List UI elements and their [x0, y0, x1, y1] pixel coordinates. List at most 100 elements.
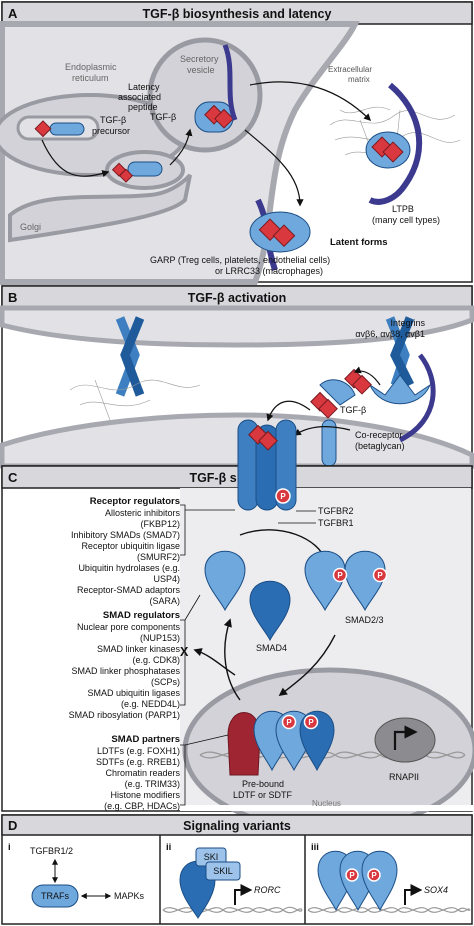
iii-p-2: P [371, 871, 377, 880]
panel-d-letter: D [8, 818, 17, 833]
iii-phospho-1 [345, 868, 359, 882]
smad23-a-p: P [337, 571, 343, 580]
rorc-tss [234, 884, 253, 905]
nuc-phospho-2 [303, 714, 319, 730]
lap-precursor [49, 122, 85, 136]
x-label: X [180, 645, 189, 659]
released-tgfb-2 [352, 374, 372, 395]
trafs-box [31, 884, 79, 908]
coreceptor-label: Co-receptor(betaglycan) [355, 430, 405, 451]
integrin-left-a [115, 316, 140, 397]
ltpb-tgfb-2 [382, 141, 404, 163]
free-tgfb-2 [318, 398, 338, 419]
nucleus-clip [180, 805, 474, 811]
tgfbr2-right [275, 419, 297, 511]
receptor-tgfb-2 [258, 430, 278, 451]
arrow-vesicle-to-garp [244, 129, 304, 207]
smad4 [249, 580, 291, 642]
nucleus-label: Nucleus [312, 799, 341, 808]
smad-partners-list: LDTFs (e.g. FOXH1)SDTFs (e.g. RREB1)Chro… [96, 746, 181, 811]
trafs-label: TRAFs [41, 891, 69, 901]
smad23-b-p: P [377, 571, 383, 580]
smad23-b-phospho [372, 567, 388, 583]
sub-iii-label: iii [311, 842, 319, 853]
rnapii [374, 717, 436, 763]
nuc-p-1: P [286, 718, 292, 727]
smad23-a [304, 550, 346, 612]
smad-partners-bracket [180, 734, 229, 806]
dna-iii [307, 907, 471, 913]
arrow-release [353, 366, 381, 386]
sub-i-label: i [8, 842, 11, 853]
ski-label: SKI [204, 852, 219, 862]
receptor-regulators-list: Allosteric inhibitors(FKBP12)Inhibitory … [71, 508, 181, 606]
panel-a-letter: A [8, 6, 18, 21]
arrow-er-to-golgi [41, 139, 110, 178]
golgi-lap [127, 161, 163, 177]
skil-box [205, 861, 241, 881]
integrin-left-b [120, 316, 145, 397]
tgfb-label-a: TGF-β [150, 112, 176, 122]
tgfb-precursor-red [34, 120, 52, 138]
panel-a: A TGF-β biosynthesis and latency [0, 1, 473, 285]
prebound-ldtf [227, 712, 261, 776]
cell-membrane-top [0, 305, 474, 348]
latent-label: Latent forms [330, 237, 388, 248]
integrin-lap [368, 374, 432, 405]
tgfb-label-b: TGF-β [340, 405, 366, 415]
smad-regulators-title: SMAD regulators [103, 610, 180, 621]
receptor-regulators-title: Receptor regulators [90, 496, 180, 507]
ltpb-b [398, 353, 436, 443]
er-label-2: reticulum [72, 73, 109, 83]
arrow-coreceptor [293, 426, 351, 436]
released-lap [319, 379, 356, 406]
tgfbr2-label: TGFBR2 [318, 506, 354, 516]
panel-b-title: TGF-β activation [188, 291, 287, 305]
panel-d-title: Signaling variants [183, 819, 291, 833]
dna-ii [162, 906, 303, 914]
ecm-fibers-b [69, 379, 201, 421]
panel-c: C TGF-β signaling P TGFBR2 TGFBR1 X P [1, 419, 474, 833]
receptor-phospho-label: P [280, 492, 286, 501]
arrow-nucleus-to-cyto [223, 618, 241, 701]
receptor-phospho [275, 488, 291, 504]
panel-d: D Signaling variants i TGFBR1/2 TRAFs MA… [1, 814, 473, 925]
smad23-b [344, 550, 386, 612]
sox4-tss [404, 884, 423, 905]
arrow-golgi-to-vesicle [169, 128, 193, 166]
mapks-label: MAPKs [114, 891, 145, 901]
golgi-label: Golgi [20, 222, 41, 232]
tgfbr12-label: TGFBR1/2 [30, 846, 73, 856]
golgi [8, 173, 192, 243]
iii-phospho-2 [367, 868, 381, 882]
integrin-right-a [385, 316, 410, 387]
integrins-line-1: Integrins [390, 318, 425, 328]
smad-regulators-bracket [180, 594, 201, 706]
vesicle-tgfb-2 [214, 108, 234, 129]
cell-membrane-bottom [0, 412, 474, 469]
smad-regulators-list: Nuclear pore components(NUP153)SMAD link… [69, 622, 181, 720]
smad-partners-title: SMAD partners [111, 734, 180, 745]
smad23-a-phospho [332, 567, 348, 583]
sub-ii-label: ii [166, 842, 171, 853]
nuc-phospho-1 [281, 714, 297, 730]
garp-label: GARP (Treg cells, platelets, endothelial… [150, 255, 330, 276]
smad4-label: SMAD4 [256, 643, 287, 653]
nuc-p-2: P [308, 718, 314, 727]
panel-c-letter: C [8, 470, 18, 485]
integrins-line-2: αvβ6, αvβ8, αvβ1 [355, 329, 425, 339]
iii-p-1: P [349, 871, 355, 880]
arrow-smad-to-nucleus [278, 634, 336, 697]
panel-a-title: TGF-β biosynthesis and latency [143, 7, 332, 21]
ltpb [368, 82, 423, 205]
panel-b-letter: B [8, 290, 17, 305]
